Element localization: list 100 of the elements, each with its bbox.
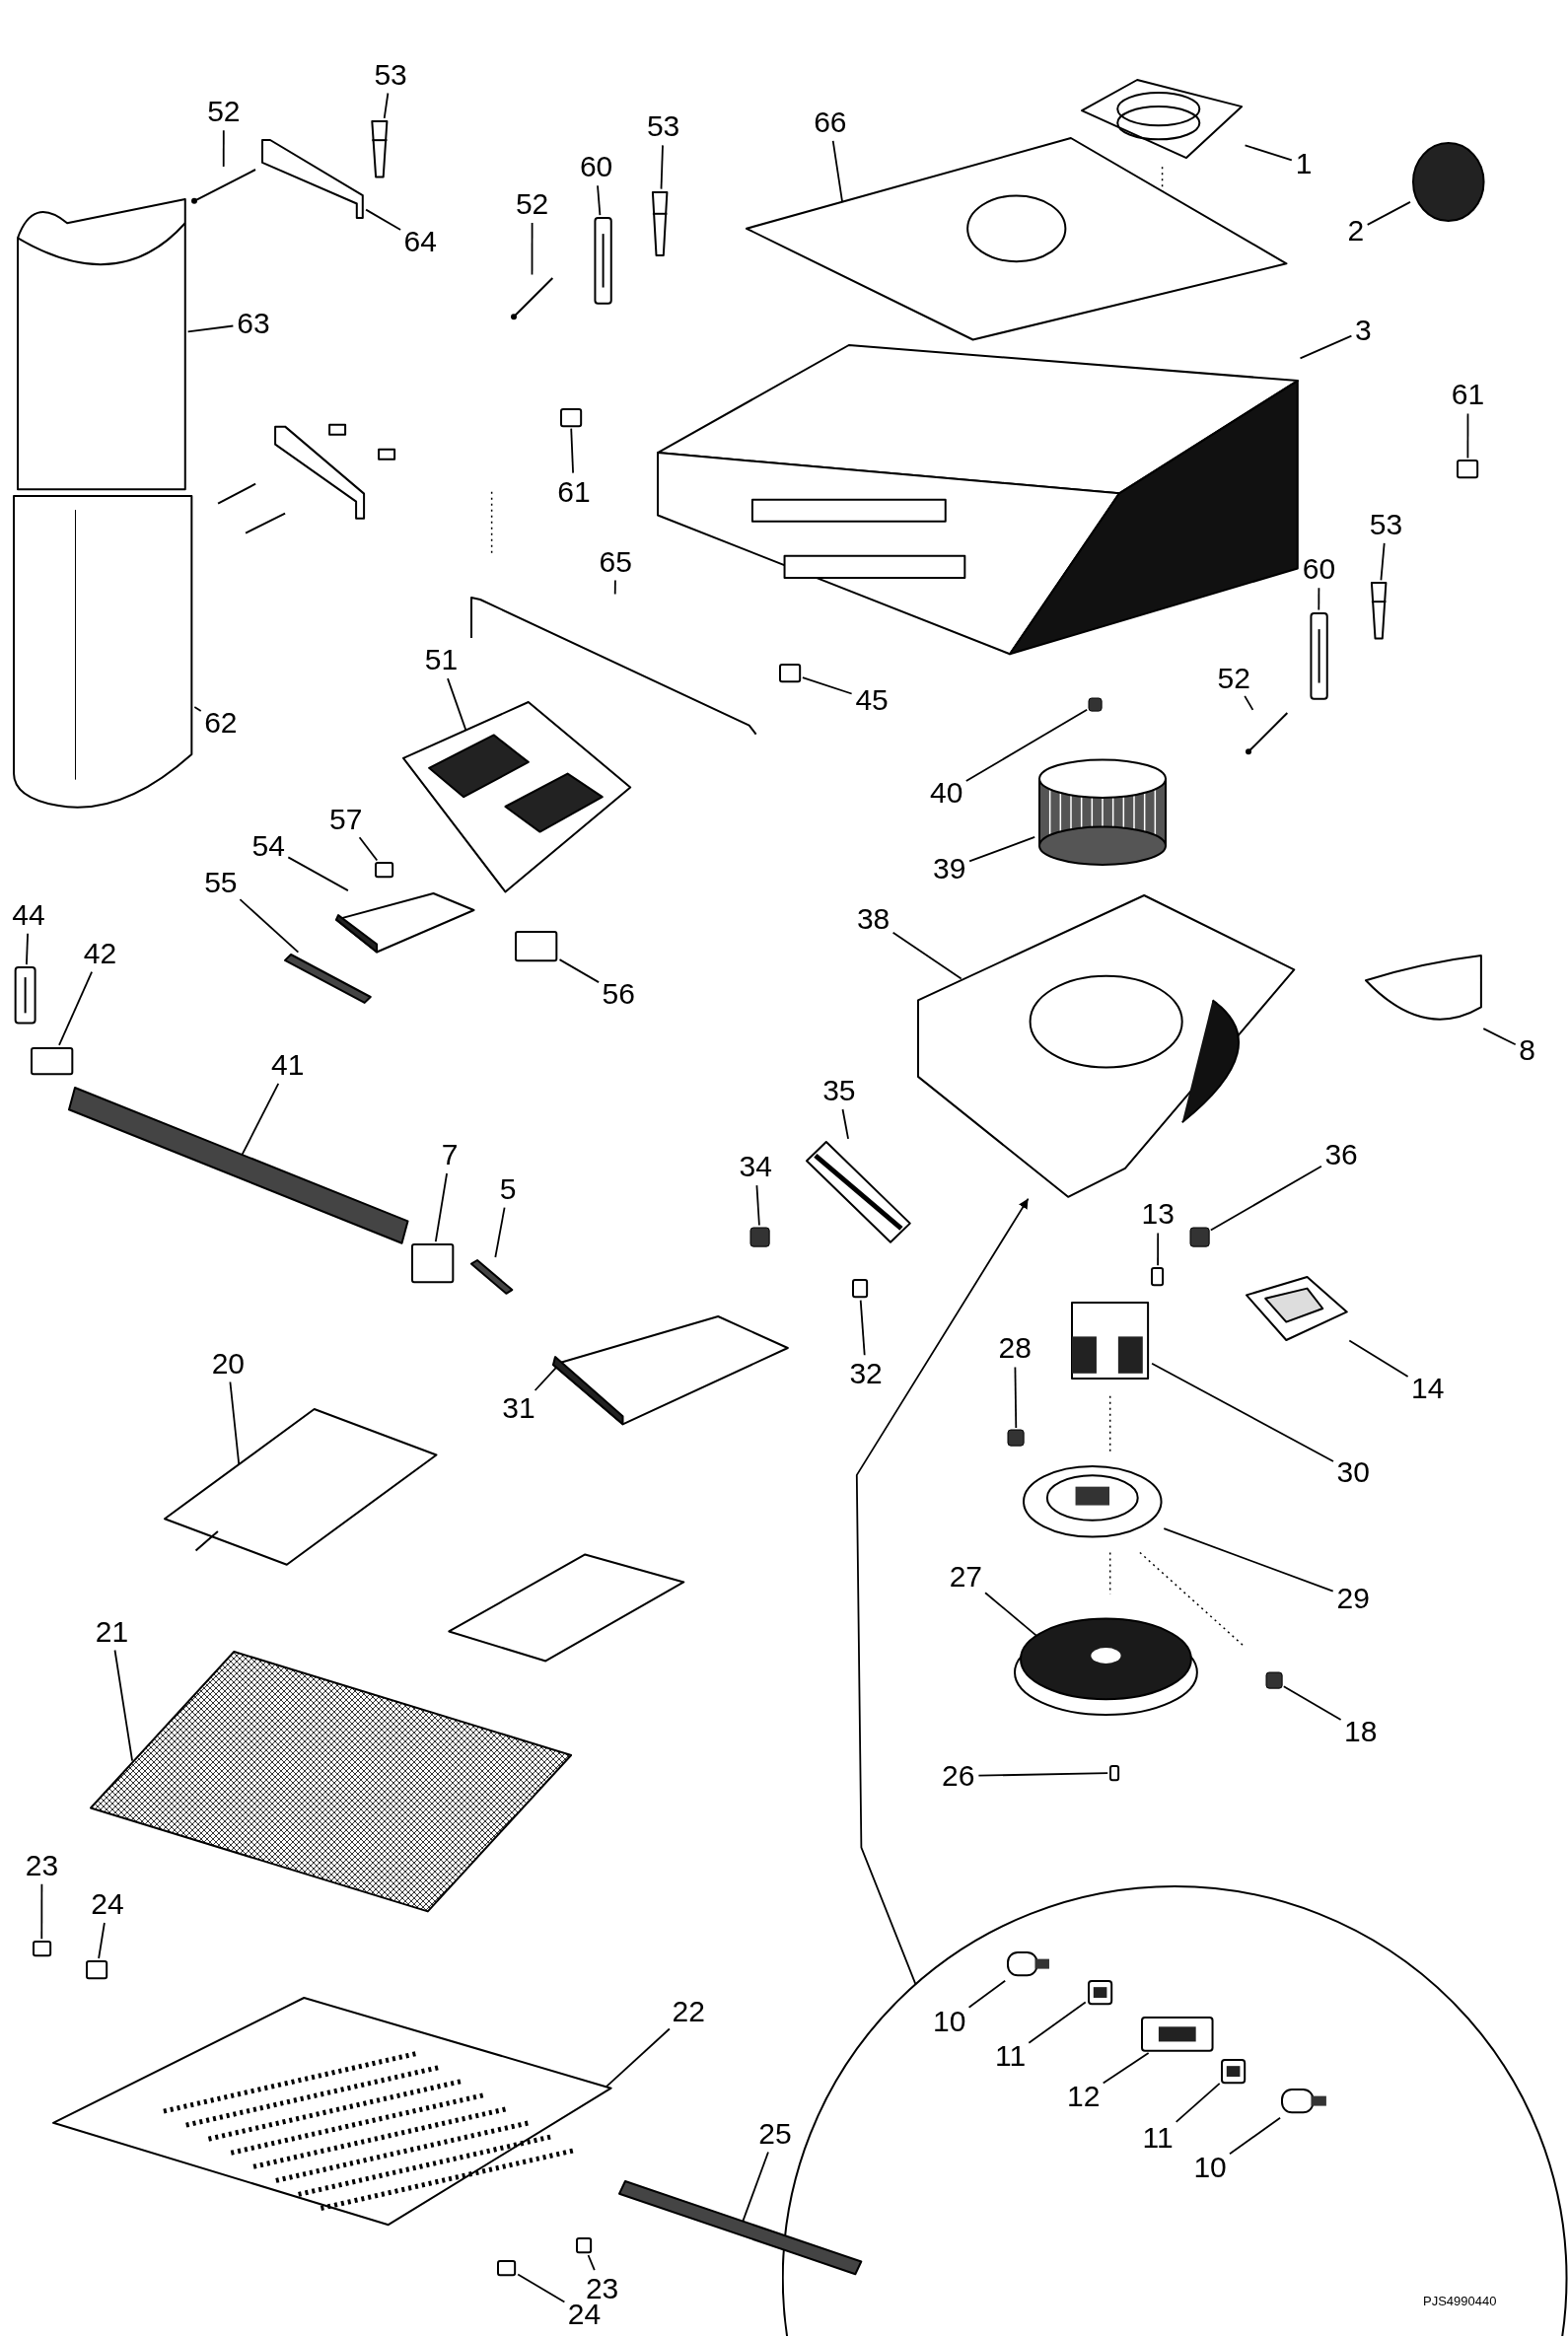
- callout-number: 39: [933, 853, 966, 884]
- callout-number: 66: [814, 106, 847, 137]
- leader-line: [447, 677, 467, 733]
- callout-number: 35: [822, 1076, 856, 1106]
- callout-number: 10: [933, 2007, 966, 2037]
- leader-line: [58, 970, 93, 1046]
- leader-line: [967, 1979, 1007, 2009]
- leader-line: [531, 222, 534, 276]
- leader-line: [365, 208, 401, 231]
- callout-number: 60: [1302, 554, 1336, 585]
- leader-line: [193, 706, 202, 712]
- callout-number: 32: [849, 1359, 883, 1389]
- callout-number: 3: [1355, 316, 1372, 346]
- callout-number: 42: [83, 939, 117, 969]
- drawing-number: PJS4990440: [1423, 2293, 1497, 2311]
- callout-number: 14: [1411, 1374, 1445, 1404]
- callout-number: 8: [1519, 1035, 1535, 1066]
- leader-line: [802, 676, 853, 695]
- callout-number: 25: [758, 2118, 792, 2149]
- callout-number: 31: [502, 1392, 535, 1423]
- leader-line: [1014, 1366, 1018, 1429]
- leader-line: [517, 2273, 566, 2303]
- callout-number: 13: [1141, 1199, 1175, 1230]
- leader-line: [1244, 144, 1293, 162]
- callout-number: 57: [329, 805, 363, 835]
- callout-number: 54: [251, 831, 285, 862]
- leader-line: [494, 1206, 506, 1258]
- leader-line: [1299, 334, 1353, 360]
- leader-line: [755, 1184, 760, 1227]
- callout-number: 18: [1344, 1716, 1378, 1746]
- callout-number: 10: [1193, 2153, 1227, 2183]
- leader-line: [26, 932, 29, 965]
- leader-line: [604, 2027, 671, 2089]
- leader-line: [660, 144, 664, 190]
- leader-line: [1466, 412, 1469, 460]
- callout-number: 53: [1369, 509, 1403, 539]
- callout-number: 11: [994, 2041, 1027, 2072]
- leader-line: [1102, 2052, 1150, 2085]
- callout-number: 2: [1347, 216, 1365, 247]
- callout-number: 34: [739, 1152, 772, 1182]
- leader-line: [222, 129, 225, 168]
- callout-number: 28: [998, 1333, 1032, 1364]
- callout-number: 38: [856, 904, 891, 935]
- leader-line: [1209, 1165, 1322, 1232]
- leader-line: [1366, 201, 1411, 226]
- callout-number: 60: [579, 152, 613, 182]
- leader-line: [1175, 2083, 1221, 2123]
- callout-number: 30: [1336, 1456, 1370, 1487]
- leader-line: [587, 2254, 596, 2272]
- leader-line: [1229, 2116, 1281, 2156]
- arrow: [855, 1197, 1030, 1986]
- callout-number: 65: [599, 546, 632, 577]
- leader-line: [613, 579, 616, 596]
- callout-number: 1: [1295, 149, 1313, 179]
- leader-line: [570, 427, 574, 474]
- callout-number: 27: [949, 1561, 982, 1592]
- callout-number: 52: [207, 97, 241, 127]
- callout-number: 53: [374, 59, 407, 90]
- leader-line: [239, 898, 300, 954]
- leader-line: [40, 1882, 43, 1941]
- callout-number: 40: [930, 777, 963, 808]
- callout-number: 53: [646, 111, 680, 142]
- callout-number: 20: [211, 1348, 246, 1379]
- leader-line: [977, 1772, 1109, 1777]
- callout-number: 24: [91, 1889, 124, 1920]
- leader-line: [434, 1172, 448, 1243]
- leader-line: [1151, 1362, 1334, 1462]
- leader-line: [1163, 1527, 1334, 1593]
- leader-line: [964, 708, 1089, 782]
- callout-number: 61: [557, 476, 591, 507]
- callout-number: 44: [12, 899, 45, 930]
- callout-number: 52: [1217, 663, 1250, 693]
- leader-line: [358, 836, 379, 862]
- leader-line: [229, 1381, 241, 1466]
- callout-number: 12: [1067, 2081, 1101, 2111]
- callout-number: 7: [441, 1140, 459, 1169]
- leader-line: [1318, 587, 1320, 611]
- leader-line: [597, 184, 602, 216]
- callout-number: 29: [1336, 1584, 1370, 1614]
- leader-line: [1482, 1027, 1517, 1046]
- callout-number: 64: [403, 226, 437, 256]
- callout-number: 36: [1324, 1140, 1358, 1169]
- leader-line: [1028, 2001, 1087, 2044]
- callout-number: 51: [424, 645, 459, 675]
- leader-line: [186, 324, 235, 333]
- callout-number: 61: [1451, 380, 1485, 410]
- callout-number: 45: [855, 685, 889, 716]
- callout-number: 52: [515, 189, 549, 219]
- callout-number: 5: [499, 1173, 517, 1204]
- leader-line: [891, 931, 962, 980]
- callout-number: 62: [204, 707, 238, 738]
- leader-line: [1244, 695, 1254, 711]
- leader-line: [831, 139, 843, 203]
- leader-line: [113, 1649, 133, 1762]
- leader-line: [558, 958, 600, 983]
- callout-number: 41: [271, 1050, 305, 1081]
- callout-number: 63: [237, 308, 270, 338]
- callout-number: 21: [95, 1616, 129, 1647]
- callout-number: 22: [672, 1996, 705, 2026]
- leader-line: [859, 1299, 866, 1357]
